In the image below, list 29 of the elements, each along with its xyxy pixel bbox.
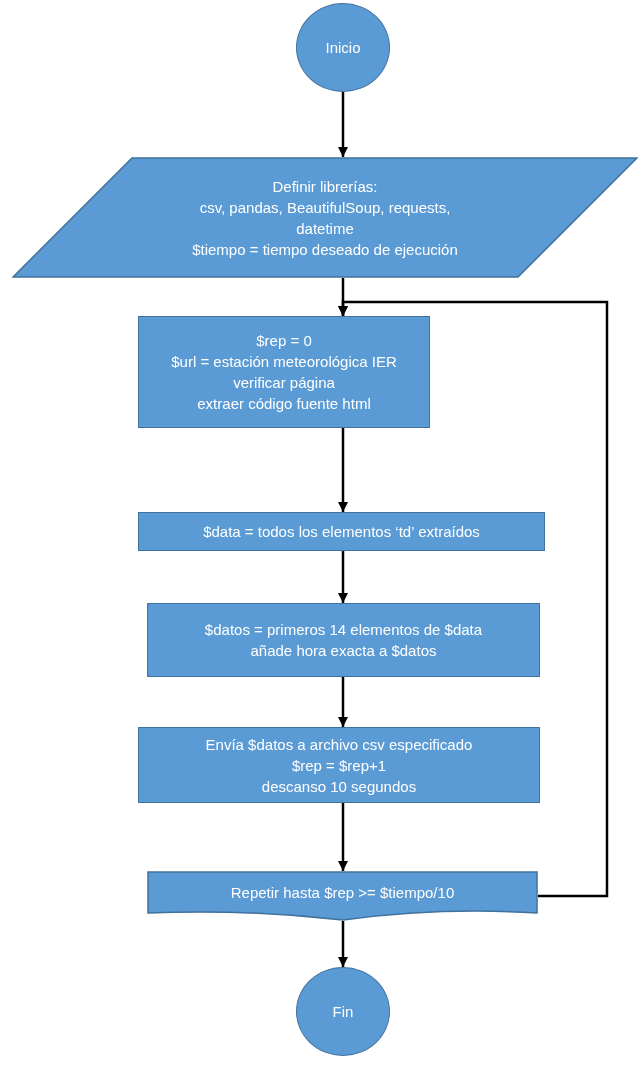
process-box <box>138 316 430 428</box>
node-text: Fin <box>332 1002 354 1022</box>
arrow <box>338 921 348 967</box>
arrow <box>338 428 348 512</box>
node-text: $tiempo = tiempo deseado de ejecución <box>192 239 458 260</box>
node-text: añade hora exacta a $datos <box>250 641 437 661</box>
arrow <box>338 92 348 157</box>
node-text: Inicio <box>325 38 361 58</box>
node-text: $rep = 0 <box>256 331 312 351</box>
node-text: verificar página <box>233 373 335 393</box>
node-text: csv, pandas, BeautifulSoup, requests, datetime <box>198 197 452 239</box>
input-parallelogram <box>12 157 638 278</box>
process-box <box>138 727 540 803</box>
arrow <box>338 551 348 603</box>
node-text: descanso 10 segundos <box>261 776 417 797</box>
node-text: extraer código fuente html <box>197 394 371 414</box>
arrow <box>338 300 609 898</box>
process-box <box>147 603 540 677</box>
process-box <box>138 512 545 551</box>
node-text: $datos = primeros 14 elementos de $data <box>204 620 483 640</box>
arrow <box>338 677 348 727</box>
document-shape <box>147 871 538 921</box>
node-text: Repetir hasta $rep >= $tiempo/10 <box>230 882 455 903</box>
node-text: $data = todos los elementos ‘td’ extraídos <box>203 522 480 542</box>
node-text: Definir librerías: <box>272 176 378 197</box>
node-text: $url = estación meteorológica IER <box>171 352 397 372</box>
arrow <box>338 803 348 871</box>
node-text: $rep = $rep+1 <box>291 755 387 776</box>
node-text: Envía $datos a archivo csv especificado <box>205 734 473 755</box>
